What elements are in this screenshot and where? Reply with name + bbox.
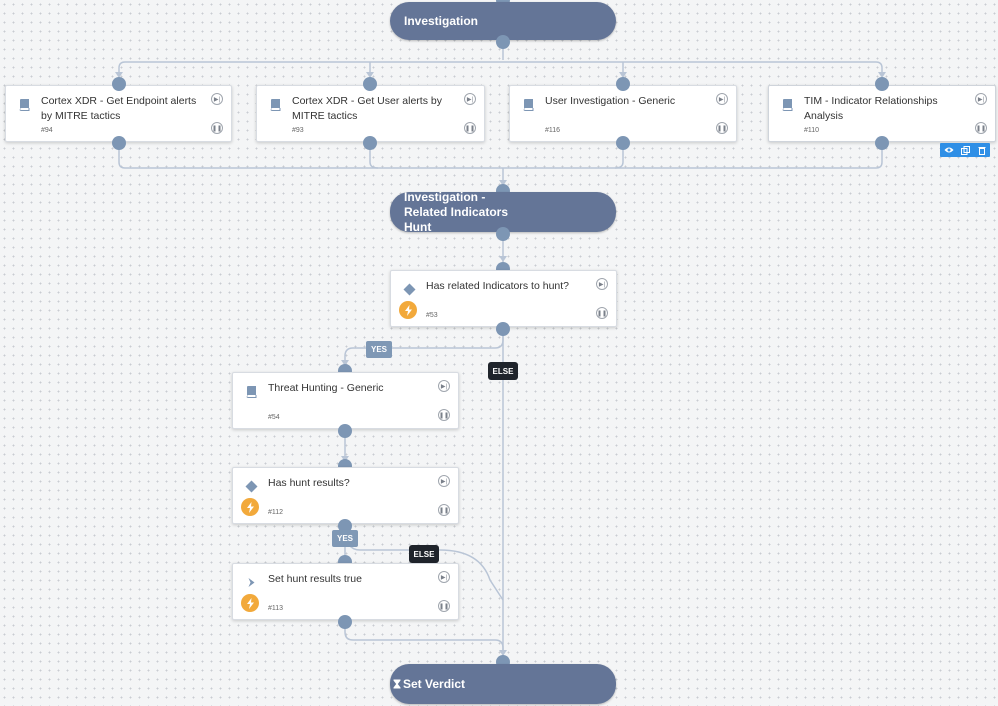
task-id: #116	[545, 127, 561, 134]
connector-dot[interactable]	[112, 136, 126, 150]
connector-dot[interactable]	[875, 136, 889, 150]
playbook-icon	[520, 96, 536, 112]
branch-else-label[interactable]: ELSE	[409, 545, 439, 563]
branch-yes-label[interactable]: YES	[332, 530, 358, 547]
connector-dot[interactable]	[496, 227, 510, 241]
pause-icon[interactable]: ❚❚	[438, 409, 450, 421]
task-title: Set hunt results true	[268, 573, 362, 585]
branch-else-label[interactable]: ELSE	[488, 362, 518, 380]
eye-icon[interactable]	[944, 146, 954, 154]
task-title: Cortex XDR - Get User alerts by MITRE ta…	[292, 95, 442, 122]
task-set-hunt-results-true[interactable]: Set hunt results true #113 ▶| ❚❚	[232, 563, 459, 620]
connector-dot[interactable]	[875, 77, 889, 91]
skip-icon[interactable]: ▶|	[438, 475, 450, 487]
section-set-verdict[interactable]: Set Verdict	[390, 664, 616, 704]
pause-icon[interactable]: ❚❚	[464, 122, 476, 134]
section-title: Investigation - Related Indicators Hunt	[404, 189, 509, 234]
task-user-investigation[interactable]: User Investigation - Generic #116 ▶| ❚❚	[509, 85, 737, 142]
connector-dot[interactable]	[112, 77, 126, 91]
task-user-alerts[interactable]: Cortex XDR - Get User alerts by MITRE ta…	[256, 85, 485, 142]
chevron-right-icon	[243, 574, 259, 590]
task-id: #54	[268, 414, 280, 421]
connector-dot[interactable]	[338, 424, 352, 438]
condition-icon	[401, 281, 417, 297]
task-endpoint-alerts[interactable]: Cortex XDR - Get Endpoint alerts by MITR…	[5, 85, 232, 142]
connector-dot[interactable]	[496, 322, 510, 336]
task-id: #94	[41, 127, 53, 134]
skip-icon[interactable]: ▶|	[211, 93, 223, 105]
pause-icon[interactable]: ❚❚	[438, 600, 450, 612]
task-title: Has related Indicators to hunt?	[426, 280, 570, 292]
task-id: #113	[268, 605, 284, 612]
connector-dot[interactable]	[338, 519, 352, 533]
trash-icon[interactable]	[978, 146, 986, 155]
skip-icon[interactable]: ▶|	[716, 93, 728, 105]
section-title: Set Verdict	[403, 676, 466, 691]
task-id: #112	[268, 509, 284, 516]
task-title: TIM - Indicator Relationships Analysis	[804, 95, 938, 122]
task-title: Cortex XDR - Get Endpoint alerts by MITR…	[41, 95, 197, 122]
task-title: Threat Hunting - Generic	[268, 382, 384, 394]
pause-icon[interactable]: ❚❚	[716, 122, 728, 134]
automation-bolt-icon	[241, 498, 259, 516]
skip-icon[interactable]: ▶|	[438, 380, 450, 392]
task-tim-relationships[interactable]: TIM - Indicator Relationships Analysis #…	[768, 85, 996, 142]
pause-icon[interactable]: ❚❚	[438, 504, 450, 516]
task-title: Has hunt results?	[268, 477, 350, 489]
connector-dot[interactable]	[496, 35, 510, 49]
skip-icon[interactable]: ▶|	[438, 571, 450, 583]
connector-dot[interactable]	[616, 136, 630, 150]
connector-dot[interactable]	[363, 77, 377, 91]
task-id: #53	[426, 312, 438, 319]
task-threat-hunting[interactable]: Threat Hunting - Generic #54 ▶| ❚❚	[232, 372, 459, 429]
skip-icon[interactable]: ▶|	[464, 93, 476, 105]
pause-icon[interactable]: ❚❚	[596, 307, 608, 319]
playbook-icon	[243, 383, 259, 399]
task-id: #110	[804, 127, 820, 134]
condition-has-hunt-results[interactable]: Has hunt results? #112 ▶| ❚❚	[232, 467, 459, 524]
skip-icon[interactable]: ▶|	[975, 93, 987, 105]
connector-dot[interactable]	[616, 77, 630, 91]
task-toolbar	[940, 143, 990, 157]
task-title: User Investigation - Generic	[545, 95, 676, 107]
copy-icon[interactable]	[961, 145, 971, 155]
playbook-icon	[779, 96, 795, 112]
hourglass-icon	[393, 679, 401, 689]
pause-icon[interactable]: ❚❚	[211, 122, 223, 134]
playbook-icon	[16, 96, 32, 112]
connector-dot[interactable]	[363, 136, 377, 150]
branch-yes-label[interactable]: YES	[366, 341, 392, 358]
automation-bolt-icon	[399, 301, 417, 319]
pause-icon[interactable]: ❚❚	[975, 122, 987, 134]
playbook-icon	[267, 96, 283, 112]
condition-icon	[243, 478, 259, 494]
skip-icon[interactable]: ▶|	[596, 278, 608, 290]
condition-has-related[interactable]: Has related Indicators to hunt? #53 ▶| ❚…	[390, 270, 617, 327]
section-investigation[interactable]: Investigation	[390, 2, 616, 40]
section-related-hunt[interactable]: Investigation - Related Indicators Hunt	[390, 189, 616, 234]
section-title: Investigation	[404, 13, 479, 28]
connector-dot[interactable]	[338, 615, 352, 629]
task-id: #93	[292, 127, 304, 134]
automation-bolt-icon	[241, 594, 259, 612]
